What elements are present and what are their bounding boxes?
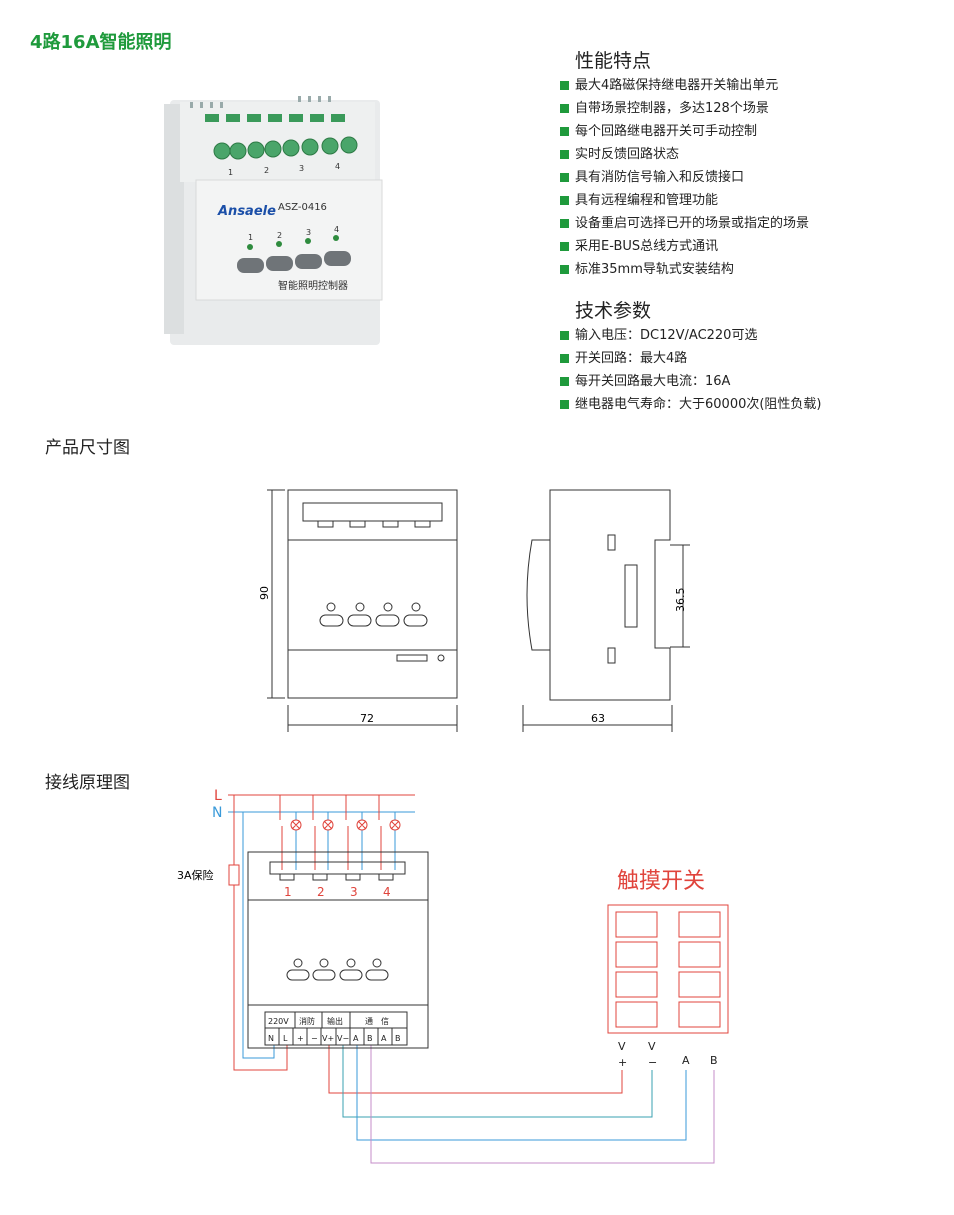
terminal: A — [353, 1034, 359, 1043]
feature-text: 最大4路磁保持继电器开关输出单元 — [575, 78, 779, 93]
channel-label: 4 — [335, 162, 340, 171]
pin-label: V — [618, 1040, 626, 1053]
terminal: B — [367, 1034, 373, 1043]
led-label: 2 — [277, 231, 282, 240]
feature-text: 自带场景控制器，多达128个场景 — [575, 101, 769, 116]
terminal: V− — [337, 1034, 349, 1043]
bullet-icon — [560, 400, 569, 409]
pin-label: A — [682, 1054, 690, 1067]
fuse-label: 3A保险 — [177, 868, 214, 882]
feature-text: 实时反馈回路状态 — [575, 147, 680, 162]
fuse-symbol — [228, 864, 240, 886]
spec-item: 继电器电气寿命：大于60000次(阻性负载) — [560, 393, 822, 416]
bullet-icon — [560, 173, 569, 182]
feature-item: 具有消防信号输入和反馈接口 — [560, 166, 809, 189]
channel-number: 3 — [350, 885, 358, 899]
feature-item: 采用E-BUS总线方式通讯 — [560, 235, 809, 258]
bullet-icon — [560, 331, 569, 340]
feature-text: 设备重启可选择已开的场景或指定的场景 — [575, 216, 810, 231]
page-title: 4路16A智能照明 — [30, 32, 172, 53]
terminal-group: 220V — [268, 1017, 289, 1026]
terminal: N — [268, 1034, 274, 1043]
terminal: + — [297, 1034, 304, 1043]
specs-list: 输入电压：DC12V/AC220可选 开关回路：最大4路 每开关回路最大电流：1… — [560, 324, 822, 416]
bullet-icon — [560, 354, 569, 363]
depth-dimension: 63 — [591, 712, 605, 725]
pin-label: − — [648, 1056, 657, 1069]
bullet-icon — [560, 196, 569, 205]
feature-text: 具有远程编程和管理功能 — [575, 193, 719, 208]
live-line-label: L — [214, 788, 222, 804]
bullet-icon — [560, 104, 569, 113]
model-label: ASZ-0416 — [278, 202, 327, 213]
spec-text: 开关回路：最大4路 — [575, 351, 688, 366]
bullet-icon — [560, 242, 569, 251]
feature-text: 每个回路继电器开关可手动控制 — [575, 124, 758, 139]
product-photo: 1 2 3 4 Ansaele ASZ-0416 1 2 3 4 智能照明控制器 — [164, 96, 383, 345]
front-view-drawing — [267, 489, 458, 732]
feature-item: 最大4路磁保持继电器开关输出单元 — [560, 74, 809, 97]
lamp-icon — [290, 819, 401, 831]
feature-item: 设备重启可选择已开的场景或指定的场景 — [560, 212, 809, 235]
bullet-icon — [560, 265, 569, 274]
spec-text: 继电器电气寿命：大于60000次(阻性负载) — [575, 397, 822, 412]
led-label: 1 — [248, 233, 253, 242]
bullet-icon — [560, 127, 569, 136]
feature-text: 采用E-BUS总线方式通讯 — [575, 239, 719, 254]
width-dimension: 72 — [360, 712, 374, 725]
touch-switch-title: 触摸开关 — [617, 869, 705, 894]
spec-item: 每开关回路最大电流：16A — [560, 370, 822, 393]
wiring-lines — [228, 794, 715, 1164]
led-label: 3 — [306, 228, 311, 237]
wiring-heading: 接线原理图 — [45, 773, 130, 793]
channel-label: 3 — [299, 164, 304, 173]
bullet-icon — [560, 81, 569, 90]
feature-item: 实时反馈回路状态 — [560, 143, 809, 166]
terminal-group: 通 信 — [365, 1016, 389, 1026]
height-dimension: 90 — [258, 586, 271, 600]
channel-number: 4 — [383, 885, 391, 899]
spec-item: 输入电压：DC12V/AC220可选 — [560, 324, 822, 347]
bullet-icon — [560, 377, 569, 386]
terminal: B — [395, 1034, 401, 1043]
terminal: V+ — [322, 1034, 334, 1043]
spec-text: 输入电压：DC12V/AC220可选 — [575, 328, 758, 343]
features-list: 最大4路磁保持继电器开关输出单元 自带场景控制器，多达128个场景 每个回路继电… — [560, 74, 809, 281]
feature-item: 每个回路继电器开关可手动控制 — [560, 120, 809, 143]
feature-item: 标准35mm导轨式安装结构 — [560, 258, 809, 281]
device-label: 智能照明控制器 — [278, 279, 348, 292]
touch-switch-panel — [607, 904, 729, 1034]
feature-text: 标准35mm导轨式安装结构 — [575, 262, 734, 277]
side-view-drawing — [522, 489, 690, 732]
brand-logo: Ansaele — [217, 204, 276, 219]
specs-heading: 技术参数 — [575, 300, 652, 322]
features-heading: 性能特点 — [575, 50, 652, 72]
bullet-icon — [560, 150, 569, 159]
terminal: L — [283, 1034, 288, 1043]
channel-label: 1 — [228, 168, 233, 177]
led-label: 4 — [334, 225, 339, 234]
pin-label: + — [618, 1056, 627, 1069]
pin-label: V — [648, 1040, 656, 1053]
spec-item: 开关回路：最大4路 — [560, 347, 822, 370]
terminal-group: 消防 — [299, 1016, 315, 1026]
feature-item: 自带场景控制器，多达128个场景 — [560, 97, 809, 120]
spec-text: 每开关回路最大电流：16A — [575, 374, 731, 389]
terminal: − — [311, 1034, 318, 1043]
pin-label: B — [710, 1054, 718, 1067]
channel-number: 2 — [317, 885, 325, 899]
feature-text: 具有消防信号输入和反馈接口 — [575, 170, 745, 185]
neutral-line-label: N — [212, 805, 222, 821]
wiring-device-drawing — [247, 851, 429, 1049]
bullet-icon — [560, 219, 569, 228]
dimensions-heading: 产品尺寸图 — [45, 438, 130, 458]
rail-dimension: 36.5 — [674, 588, 687, 613]
channel-label: 2 — [264, 166, 269, 175]
channel-number: 1 — [284, 885, 292, 899]
feature-item: 具有远程编程和管理功能 — [560, 189, 809, 212]
terminal: A — [381, 1034, 387, 1043]
terminal-group: 输出 — [327, 1016, 343, 1026]
